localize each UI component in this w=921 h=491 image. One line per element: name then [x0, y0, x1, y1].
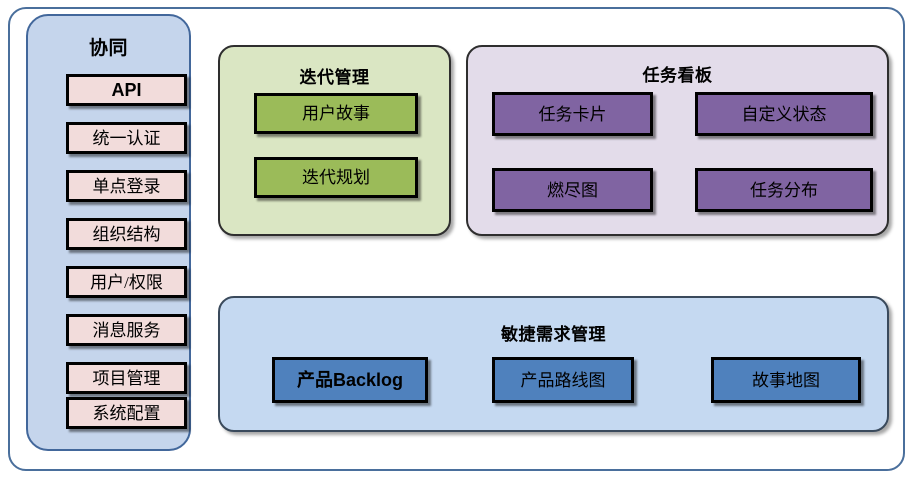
- node-api[interactable]: API: [66, 74, 187, 106]
- node-system-config[interactable]: 系统配置: [66, 397, 187, 429]
- node-single-sign-on[interactable]: 单点登录: [66, 170, 187, 202]
- node-iteration-planning[interactable]: 迭代规划: [254, 157, 418, 198]
- node-org-structure[interactable]: 组织结构: [66, 218, 187, 250]
- group-task-board-title: 任务看板: [642, 66, 713, 85]
- node-user-story[interactable]: 用户故事: [254, 93, 418, 134]
- node-user-permission[interactable]: 用户/权限: [66, 266, 187, 298]
- node-product-roadmap[interactable]: 产品路线图: [492, 357, 634, 403]
- node-custom-status[interactable]: 自定义状态: [695, 92, 873, 136]
- node-product-backlog[interactable]: 产品Backlog: [272, 357, 428, 403]
- group-agile-requirements-title: 敏捷需求管理: [501, 325, 606, 344]
- group-iteration-management-title: 迭代管理: [299, 68, 370, 87]
- group-task-board[interactable]: 任务看板 任务卡片 自定义状态 燃尽图 任务分布: [466, 45, 889, 236]
- group-collaboration[interactable]: 协同 API 统一认证 单点登录 组织结构 用户/权限 消息服务 项目管理 系统…: [26, 14, 191, 451]
- node-project-management[interactable]: 项目管理: [66, 362, 187, 394]
- node-message-service[interactable]: 消息服务: [66, 314, 187, 346]
- group-agile-requirements[interactable]: 敏捷需求管理 产品Backlog 产品路线图 故事地图: [218, 296, 889, 432]
- group-iteration-management[interactable]: 迭代管理 用户故事 迭代规划: [218, 45, 451, 236]
- group-collaboration-title: 协同: [88, 38, 128, 59]
- node-unified-auth[interactable]: 统一认证: [66, 122, 187, 154]
- node-story-map[interactable]: 故事地图: [711, 357, 861, 403]
- node-task-card[interactable]: 任务卡片: [492, 92, 653, 136]
- node-burndown-chart[interactable]: 燃尽图: [492, 168, 653, 212]
- node-task-distribution[interactable]: 任务分布: [695, 168, 873, 212]
